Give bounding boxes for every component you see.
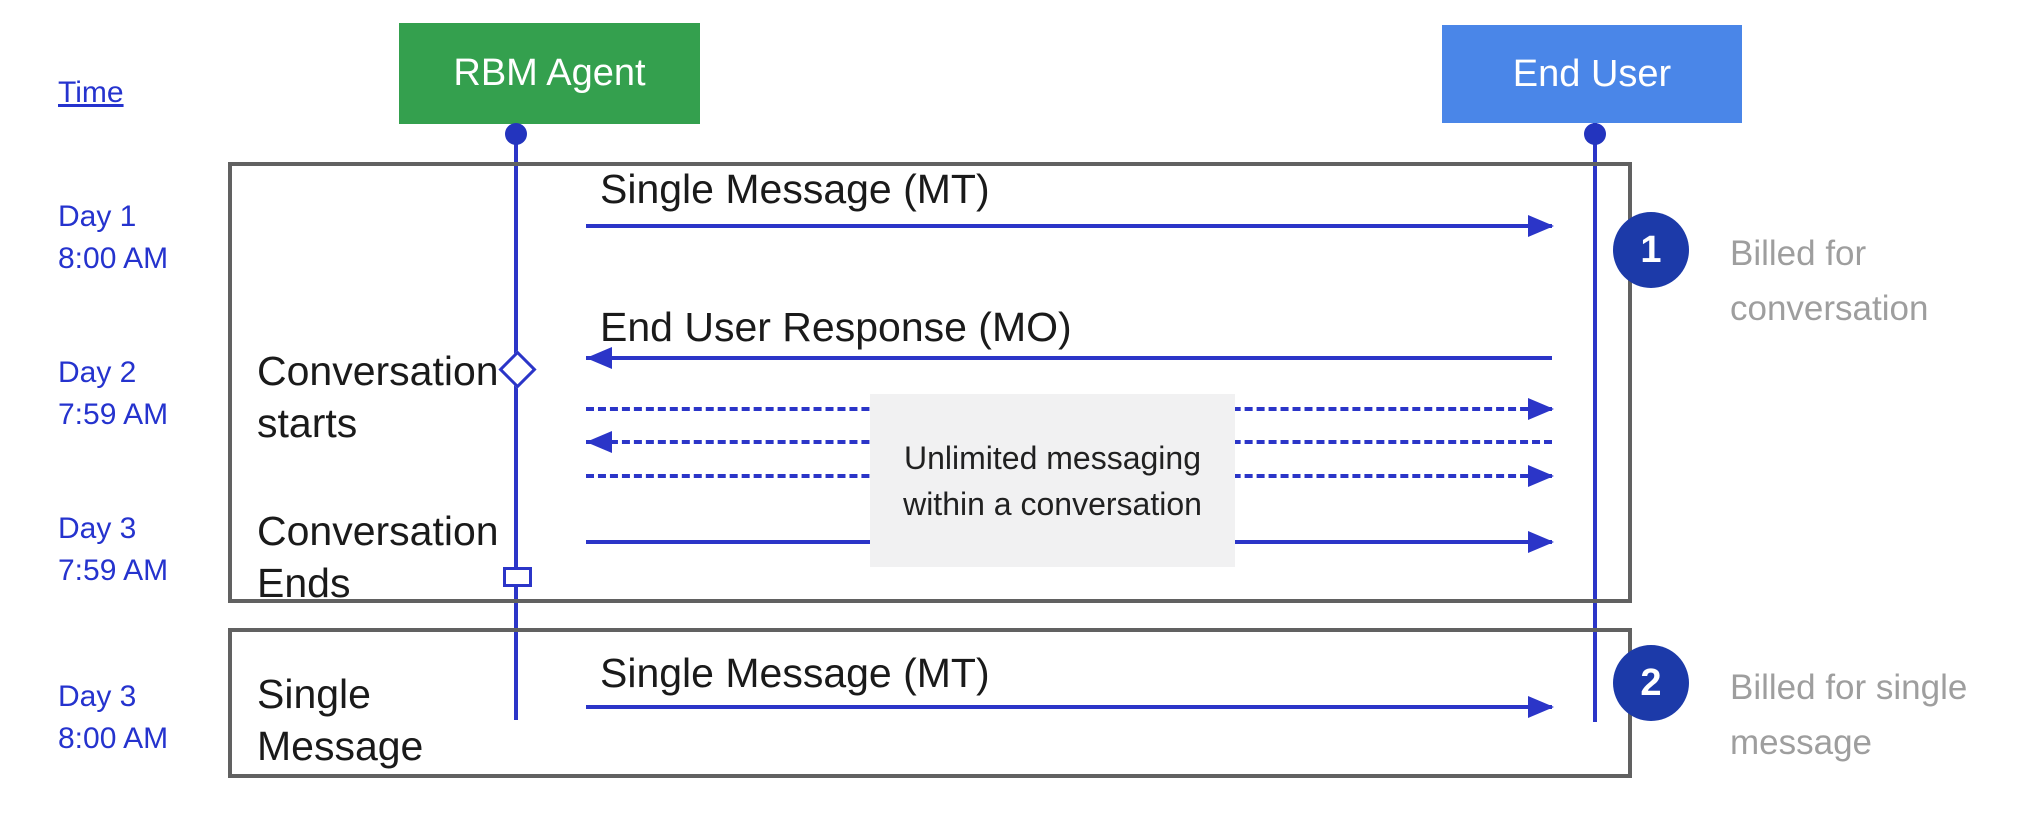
rbm-agent-box: RBM Agent: [399, 23, 700, 124]
billing-note-2: Billed for single message: [1730, 660, 1967, 770]
label-line: Conversation: [257, 508, 499, 554]
conversation-end-square-icon: [503, 567, 532, 587]
agent-lifeline-anchor-dot: [505, 123, 527, 145]
agent-lifeline: [514, 124, 518, 720]
note-line: Unlimited messaging: [903, 439, 1201, 476]
arrowhead-right-icon: [1528, 215, 1554, 237]
time-label-day3-single: Day 3 8:00 AM: [58, 676, 168, 760]
billing-note-line: message: [1730, 723, 1873, 762]
label-line: starts: [257, 400, 358, 446]
arrowhead-right-icon: [1528, 398, 1554, 420]
rbm-agent-label: RBM Agent: [453, 52, 646, 94]
time-label-day2: Day 2 7:59 AM: [58, 352, 168, 436]
time-label-line: 7:59 AM: [58, 398, 169, 431]
time-label-day1: Day 1 8:00 AM: [58, 196, 168, 280]
user-lifeline: [1593, 123, 1597, 722]
conversation-frame: [228, 162, 1632, 603]
time-label-line: Day 3: [58, 680, 137, 713]
note-line: within a conversation: [903, 485, 1202, 522]
message-label-mt2: Single Message (MT): [600, 650, 990, 696]
user-lifeline-anchor-dot: [1584, 123, 1606, 145]
arrowhead-left-icon: [586, 347, 612, 369]
time-label-line: Day 3: [58, 512, 137, 545]
billing-badge-1: 1: [1613, 212, 1689, 288]
billing-note-line: Billed for: [1730, 234, 1867, 273]
conversation-ends-label: Conversation Ends: [257, 505, 499, 609]
label-line: Ends: [257, 560, 351, 606]
arrowhead-right-icon: [1528, 531, 1554, 553]
label-line: Message: [257, 723, 424, 769]
time-label-line: 7:59 AM: [58, 554, 169, 587]
unlimited-messaging-note: Unlimited messaging within a conversatio…: [870, 394, 1235, 567]
time-label-day3-end: Day 3 7:59 AM: [58, 508, 168, 592]
label-line: Conversation: [257, 348, 499, 394]
message-label-mo: End User Response (MO): [600, 304, 1072, 350]
time-label-line: Day 1: [58, 200, 137, 233]
time-axis-label: Time: [58, 76, 124, 109]
label-line: Single: [257, 671, 371, 717]
arrow-mo: [586, 356, 1552, 360]
billing-badge-2: 2: [1613, 645, 1689, 721]
arrowhead-left-icon: [586, 431, 612, 453]
message-label-mt1: Single Message (MT): [600, 166, 990, 212]
arrow-mt1: [586, 224, 1552, 228]
arrowhead-right-icon: [1528, 696, 1554, 718]
billing-note-1: Billed for conversation: [1730, 226, 1928, 336]
arrow-mt2: [586, 705, 1552, 709]
arrowhead-right-icon: [1528, 465, 1554, 487]
time-label-line: 8:00 AM: [58, 722, 169, 755]
end-user-label: End User: [1512, 52, 1672, 95]
time-label-line: 8:00 AM: [58, 242, 169, 275]
single-message-side-label: Single Message: [257, 668, 423, 772]
time-label-line: Day 2: [58, 356, 137, 389]
end-user-box: End User: [1442, 25, 1742, 123]
conversation-starts-label: Conversation starts: [257, 345, 499, 449]
billing-note-line: conversation: [1730, 289, 1929, 328]
billing-note-line: Billed for single: [1730, 668, 1968, 707]
